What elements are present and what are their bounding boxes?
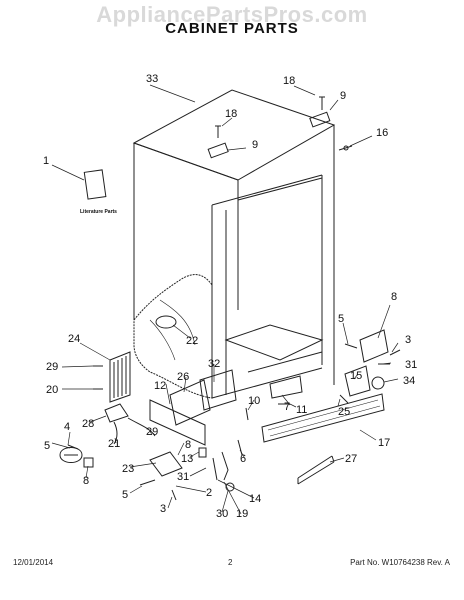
hinge-screw-18b xyxy=(215,125,221,138)
cabinet-cutaway xyxy=(133,274,213,399)
literature-parts-booklet xyxy=(83,169,107,200)
hinge-screw-18a xyxy=(319,96,325,110)
callout-1: 1 xyxy=(43,155,49,167)
screw-5c xyxy=(344,343,358,349)
callout-3b: 3 xyxy=(160,503,166,515)
callout-18a: 18 xyxy=(283,75,295,87)
washer-30 xyxy=(225,482,235,492)
callout-31b: 31 xyxy=(177,471,189,483)
channel-12 xyxy=(149,399,206,446)
callout-12: 12 xyxy=(154,380,166,392)
footer-part-number: Part No. W10764238 Rev. A xyxy=(350,558,450,567)
grille-24 xyxy=(109,351,131,403)
cap-34 xyxy=(371,376,385,390)
callout-29a: 29 xyxy=(46,361,58,373)
callout-8b: 8 xyxy=(185,439,191,451)
screw-25 xyxy=(339,394,349,404)
cabinet-floor xyxy=(224,324,324,361)
callout-30: 30 xyxy=(216,508,228,520)
tube-21 xyxy=(113,421,118,445)
callout-25: 25 xyxy=(338,406,350,418)
cabinet-right-side xyxy=(237,125,335,385)
bolt-14 xyxy=(212,457,218,481)
callout-26: 26 xyxy=(177,371,189,383)
callout-18b: 18 xyxy=(225,108,237,120)
drain-tube-27 xyxy=(297,455,335,485)
callout-5c: 5 xyxy=(122,489,128,501)
callout-32: 32 xyxy=(208,358,220,370)
page-title: CABINET PARTS xyxy=(165,20,299,37)
bracket-28 xyxy=(104,403,129,423)
bracket-32 xyxy=(199,369,237,411)
callout-14: 14 xyxy=(249,493,261,505)
callout-9a: 9 xyxy=(340,90,346,102)
callout-29b: 29 xyxy=(146,426,158,438)
clip-13 xyxy=(198,447,207,458)
callout-3a: 3 xyxy=(405,334,411,346)
cabinet-bottom-rail xyxy=(211,351,323,399)
toe-grille-17 xyxy=(261,393,385,443)
callout-2: 2 xyxy=(206,487,212,499)
callout-16: 16 xyxy=(376,127,388,139)
callout-23: 23 xyxy=(122,463,134,475)
footer-date: 12/01/2014 xyxy=(13,558,54,567)
callout-17: 17 xyxy=(378,437,390,449)
top-hinge-center xyxy=(207,142,229,159)
callout-9b: 9 xyxy=(252,139,258,151)
callout-27: 27 xyxy=(345,453,357,465)
callout-34: 34 xyxy=(403,375,415,387)
callout-15: 15 xyxy=(350,370,362,382)
spacer-8b xyxy=(83,457,94,468)
watermark-text: AppliancePartsPros.com xyxy=(96,2,368,27)
cabinet-inner-back xyxy=(225,177,323,395)
callout-24: 24 xyxy=(68,333,80,345)
wire-19 xyxy=(221,451,229,481)
callout-33: 33 xyxy=(146,73,158,85)
callout-28: 28 xyxy=(82,418,94,430)
fitting-22 xyxy=(155,315,177,329)
callout-6: 6 xyxy=(240,453,246,465)
cabinet-front-frame xyxy=(211,174,323,398)
callout-7: 7 xyxy=(284,401,290,413)
callout-31a: 31 xyxy=(405,359,417,371)
callout-21: 21 xyxy=(108,438,120,450)
screw-3b xyxy=(171,489,177,501)
arm-29b xyxy=(127,417,156,437)
cabinet-left-side xyxy=(133,142,239,320)
callout-5a: 5 xyxy=(338,313,344,325)
hinge-8a xyxy=(359,329,389,363)
callout-4: 4 xyxy=(64,421,70,433)
screw-10 xyxy=(245,407,249,421)
callout-8a: 8 xyxy=(391,291,397,303)
callout-22: 22 xyxy=(186,335,198,347)
screw-5b xyxy=(139,479,156,486)
callout-8c: 8 xyxy=(83,475,89,487)
screw-3a xyxy=(389,349,401,356)
callout-5b: 5 xyxy=(44,440,50,452)
leveler-4 xyxy=(59,447,83,463)
callout-10: 10 xyxy=(248,395,260,407)
cabinet-top xyxy=(132,89,336,181)
bracket-23 xyxy=(149,451,183,477)
callout-19: 19 xyxy=(236,508,248,520)
literature-parts-label: Literature Parts xyxy=(80,209,117,215)
callout-11: 11 xyxy=(296,404,307,416)
bracket-7 xyxy=(269,375,303,399)
bracket-26 xyxy=(169,379,211,426)
top-hinge-right xyxy=(309,111,331,128)
callout-20: 20 xyxy=(46,384,58,396)
bracket-15 xyxy=(344,365,371,397)
callout-13: 13 xyxy=(181,453,193,465)
screw-5a xyxy=(67,444,79,450)
footer-page-number: 2 xyxy=(228,558,233,567)
